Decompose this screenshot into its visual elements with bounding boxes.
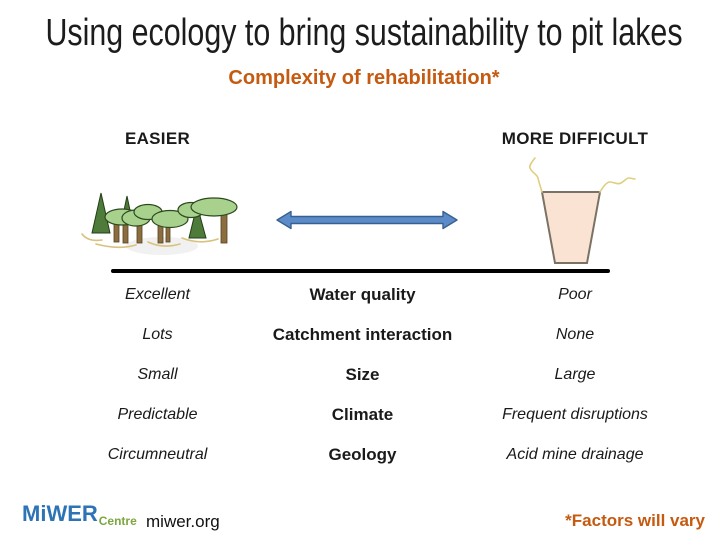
table-row: Excellent Water quality Poor <box>60 275 680 315</box>
table-cell-left: Lots <box>142 326 173 343</box>
table-cell-factor: Catchment interaction <box>272 325 453 344</box>
table-cell-factor: Size <box>345 365 380 384</box>
horizon-line <box>111 269 610 273</box>
easier-label: EASIER <box>124 129 191 148</box>
double-headed-arrow-icon <box>276 210 458 230</box>
table-cell-right: Large <box>554 366 596 383</box>
table-row: Predictable Climate Frequent disruptions <box>60 395 680 435</box>
table-row: Lots Catchment interaction None <box>60 315 680 355</box>
more-difficult-label: MORE DIFFICULT <box>501 129 649 148</box>
slide-subtitle: Complexity of rehabilitation* <box>228 67 500 89</box>
slide-title: Using ecology to bring sustainability to… <box>45 12 683 54</box>
table-cell-factor: Water quality <box>309 285 416 304</box>
logo-primary-text: MiWER <box>22 501 98 526</box>
logo-secondary-text: Centre <box>98 514 137 528</box>
table-cell-right: Poor <box>558 286 592 303</box>
comparison-table: Excellent Water quality Poor Lots Catchm… <box>60 275 680 475</box>
miwer-centre-logo: MiWERCentre <box>22 501 137 528</box>
table-cell-right: Frequent disruptions <box>502 406 648 423</box>
table-cell-right: None <box>555 326 595 343</box>
table-cell-left: Small <box>137 366 178 383</box>
forest-trees-illustration <box>81 192 238 255</box>
factors-footnote: *Factors will vary <box>565 511 705 530</box>
table-row: Small Size Large <box>60 355 680 395</box>
table-cell-factor: Climate <box>331 405 394 424</box>
table-cell-left: Excellent <box>125 286 190 303</box>
table-cell-left: Circumneutral <box>107 446 208 463</box>
table-cell-left: Predictable <box>117 406 198 423</box>
table-cell-factor: Geology <box>328 445 397 464</box>
website-url: miwer.org <box>146 512 220 531</box>
table-row: Circumneutral Geology Acid mine drainage <box>60 435 680 475</box>
table-cell-right: Acid mine drainage <box>506 446 644 463</box>
pit-lake-illustration <box>528 157 636 264</box>
